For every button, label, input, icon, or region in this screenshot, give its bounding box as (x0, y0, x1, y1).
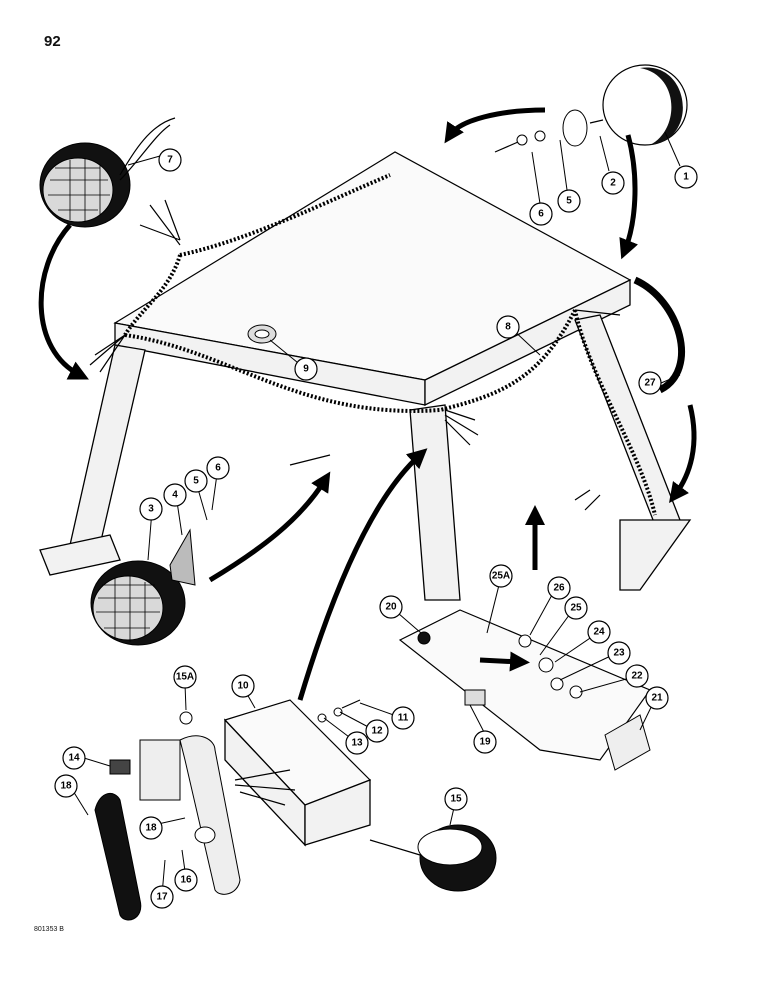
callout-14: 14 (62, 746, 86, 770)
callout-20: 20 (379, 595, 403, 619)
svg-text:6: 6 (538, 209, 544, 220)
svg-text:4: 4 (172, 490, 178, 501)
svg-text:18: 18 (145, 823, 157, 834)
callout-4: 4 (163, 483, 187, 507)
svg-text:27: 27 (644, 378, 656, 389)
canopy-roof (113, 151, 632, 407)
wiring-harness (89, 173, 657, 516)
callout-13: 13 (345, 731, 369, 755)
connector-block (464, 689, 486, 706)
svg-text:23: 23 (613, 648, 625, 659)
svg-text:5: 5 (566, 196, 572, 207)
callout-11: 11 (391, 706, 415, 730)
callout-17: 17 (150, 885, 174, 909)
callout-24: 24 (587, 620, 611, 644)
svg-text:6: 6 (215, 463, 221, 474)
callout-12: 12 (365, 719, 389, 743)
callout-2: 2 (601, 171, 625, 195)
callout-19: 19 (473, 730, 497, 754)
svg-text:21: 21 (651, 693, 663, 704)
callout-16: 16 (174, 868, 198, 892)
svg-text:17: 17 (156, 892, 168, 903)
callout-6: 6 (529, 202, 553, 226)
callout-25a: 25A (489, 564, 513, 588)
svg-text:16: 16 (180, 875, 192, 886)
svg-text:14: 14 (68, 753, 80, 764)
page-number: 92 (44, 33, 61, 50)
round-lamp (369, 824, 497, 892)
callout-18: 18 (139, 816, 163, 840)
svg-text:24: 24 (593, 627, 605, 638)
callout-6-rear: 6 (206, 456, 230, 480)
callout-10: 10 (231, 674, 255, 698)
svg-text:2: 2 (610, 178, 616, 189)
callout-15: 15 (444, 787, 468, 811)
hose (633, 276, 686, 394)
drawing-code: 801353 B (34, 926, 64, 933)
svg-text:9: 9 (303, 364, 309, 375)
tail-lamp-housing (223, 699, 372, 847)
mounting-bracket (139, 739, 181, 801)
callout-8: 8 (496, 315, 520, 339)
svg-text:1: 1 (683, 172, 689, 183)
callout-7: 7 (158, 148, 182, 172)
svg-text:15: 15 (450, 794, 462, 805)
callout-27: 27 (638, 371, 662, 395)
assembly-arrows (38, 107, 697, 701)
lamp-bracket (169, 528, 196, 586)
callout-18-left: 18 (54, 774, 78, 798)
callout-9: 9 (294, 357, 318, 381)
svg-text:7: 7 (167, 155, 173, 166)
svg-text:22: 22 (631, 671, 643, 682)
svg-text:12: 12 (371, 726, 383, 737)
svg-text:25A: 25A (492, 571, 510, 582)
svg-text:3: 3 (148, 504, 154, 515)
svg-text:13: 13 (351, 738, 363, 749)
callout-5: 5 (557, 189, 581, 213)
callout-26: 26 (547, 576, 571, 600)
svg-text:19: 19 (479, 737, 491, 748)
tail-lamp-lens (94, 735, 241, 921)
callout-5-rear: 5 (184, 469, 208, 493)
svg-text:26: 26 (553, 583, 565, 594)
callout-1: 1 (674, 165, 698, 189)
svg-text:20: 20 (385, 602, 397, 613)
floodlight-front-left (39, 117, 176, 228)
svg-text:5: 5 (193, 476, 199, 487)
switch (109, 759, 131, 775)
svg-text:11: 11 (398, 713, 409, 724)
floodlight-rear-left (90, 528, 196, 646)
callout-21: 21 (645, 686, 669, 710)
svg-text:10: 10 (237, 681, 249, 692)
svg-text:25: 25 (570, 603, 582, 614)
callout-15a: 15A (173, 665, 197, 689)
callout-3: 3 (139, 497, 163, 521)
callout-23: 23 (607, 641, 631, 665)
callout-25: 25 (564, 596, 588, 620)
callout-22: 22 (625, 664, 649, 688)
svg-text:15A: 15A (176, 672, 194, 683)
svg-text:8: 8 (505, 322, 511, 333)
switch-plate (604, 714, 651, 771)
svg-text:18: 18 (60, 781, 72, 792)
work-lamp-top-right (494, 64, 688, 153)
